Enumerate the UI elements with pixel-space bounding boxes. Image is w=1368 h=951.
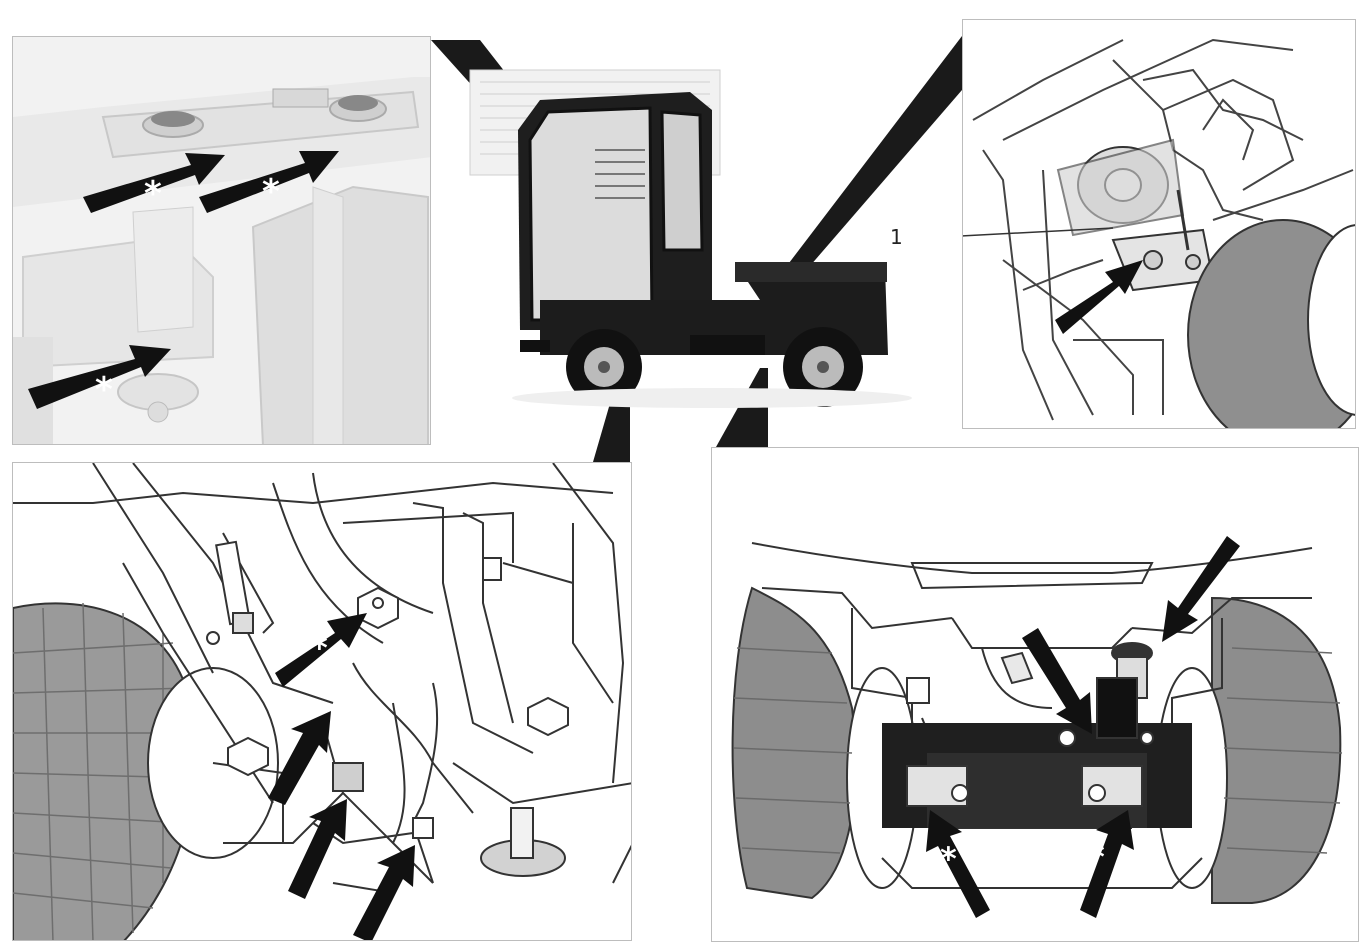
panel-drawing-bottom-right: * * * [731, 536, 1343, 918]
callout-leader-line [963, 227, 1114, 237]
detail-panel-bottom-left: * [12, 462, 632, 941]
arrow-marker [288, 799, 347, 899]
vehicle-illustration [469, 69, 912, 408]
panel-drawing-top-right [963, 38, 1355, 428]
arrow-marker [275, 613, 367, 687]
arrow-marker [1022, 628, 1092, 734]
asterisk-marker: * [311, 629, 328, 667]
asterisk-marker: * [262, 172, 280, 212]
arrow-marker [1162, 536, 1240, 642]
callout-label-1: 1 [890, 225, 903, 249]
arrow-marker [1055, 260, 1143, 334]
arrow-marker [28, 345, 171, 409]
detail-panel-top-left: * * * [12, 36, 431, 445]
panel-drawing-top-left: * * * [13, 77, 430, 444]
detail-panel-bottom-right: * * * [711, 447, 1359, 942]
asterisk-marker: * [940, 840, 957, 878]
arrow-marker [83, 153, 225, 213]
wedge-top-right [757, 36, 962, 318]
arrow-marker [199, 151, 339, 213]
arrow-marker [926, 810, 990, 918]
arrow-marker [353, 845, 415, 940]
asterisk-marker: * [1172, 574, 1189, 612]
asterisk-marker: * [1088, 838, 1105, 876]
asterisk-marker: * [95, 370, 113, 410]
arrow-marker [268, 711, 331, 805]
arrow-marker [1080, 810, 1134, 918]
panel-drawing-bottom-left: * [13, 463, 631, 940]
detail-panel-top-right [962, 19, 1356, 429]
asterisk-marker: * [144, 174, 162, 214]
